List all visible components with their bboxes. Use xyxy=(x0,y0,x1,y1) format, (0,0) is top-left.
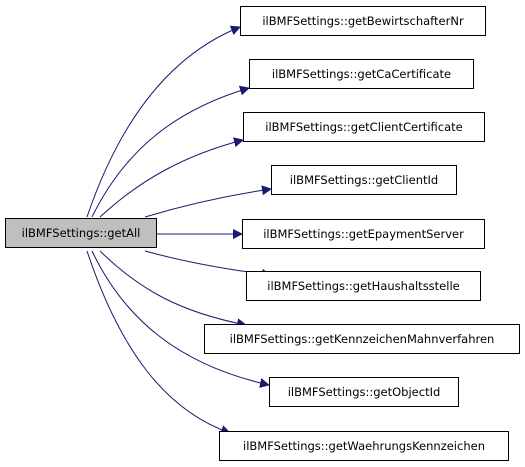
edge-getclientcertificate xyxy=(99,137,244,218)
edge-getclientid xyxy=(144,185,272,218)
node-getepaymentserver[interactable]: ilBMFSettings::getEpaymentServer xyxy=(242,219,485,249)
node-getobjectid[interactable]: ilBMFSettings::getObjectId xyxy=(269,377,459,407)
node-getall[interactable]: ilBMFSettings::getAll xyxy=(5,218,157,248)
node-getkennzeichenmahnverfahren[interactable]: ilBMFSettings::getKennzeichenMahnverfahr… xyxy=(204,324,520,354)
node-gethaushaltsstelle[interactable]: ilBMFSettings::getHaushaltsstelle xyxy=(246,271,481,301)
node-getwaehrungskennzeichen[interactable]: ilBMFSettings::getWaehrungsKennzeichen xyxy=(219,431,509,461)
edge-getbewirtschafternr xyxy=(86,25,241,218)
node-getbewirtschafternr[interactable]: ilBMFSettings::getBewirtschafterNr xyxy=(240,6,486,36)
edge-getkennzeichenmahnverfahren xyxy=(99,250,247,329)
node-getcacertificate[interactable]: ilBMFSettings::getCaCertificate xyxy=(249,59,474,89)
node-getclientid[interactable]: ilBMFSettings::getClientId xyxy=(271,165,457,195)
edge-getwaehrungskennzeichen xyxy=(86,250,231,435)
edge-getcacertificate xyxy=(91,85,250,218)
edge-getobjectid xyxy=(91,250,270,388)
node-getclientcertificate[interactable]: ilBMFSettings::getClientCertificate xyxy=(243,112,485,142)
